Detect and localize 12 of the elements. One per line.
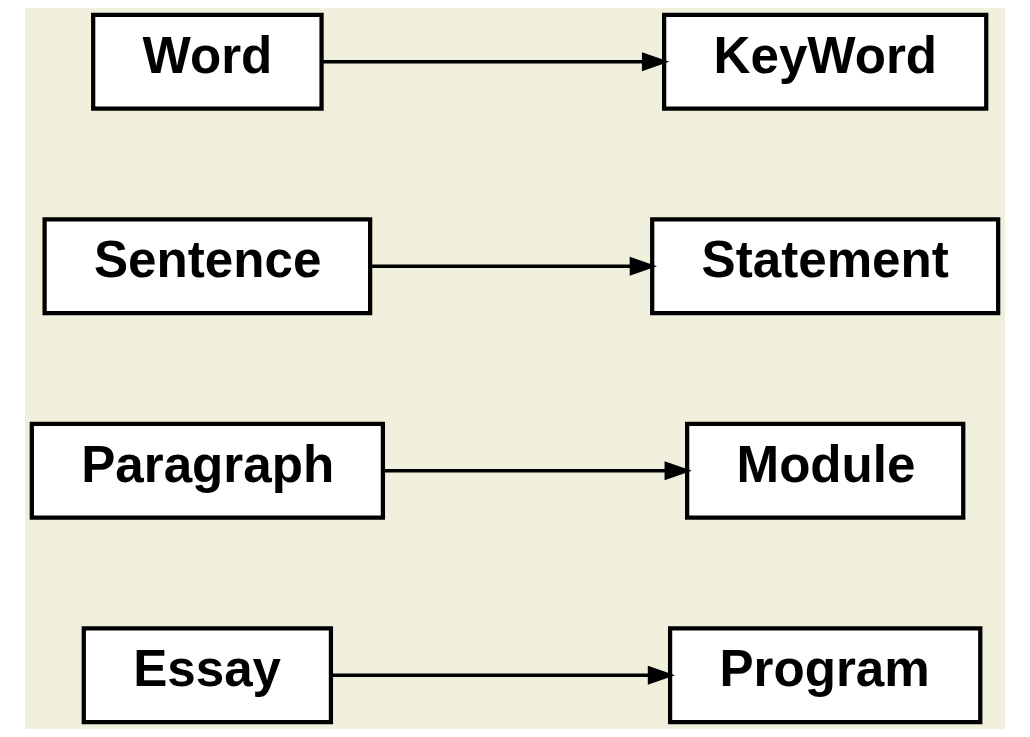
- node-box: Essay: [81, 626, 334, 725]
- arrow: [321, 52, 670, 72]
- node-box: Paragraph: [29, 421, 386, 520]
- arrow: [331, 665, 676, 685]
- node-box: Sentence: [42, 217, 373, 316]
- node-box: Statement: [650, 217, 1001, 316]
- node-box: Program: [667, 626, 983, 725]
- arrow: [383, 461, 692, 481]
- node-box: Word: [91, 12, 324, 111]
- node-box: KeyWord: [662, 12, 989, 111]
- arrow: [370, 256, 657, 276]
- node-box: Module: [685, 421, 966, 520]
